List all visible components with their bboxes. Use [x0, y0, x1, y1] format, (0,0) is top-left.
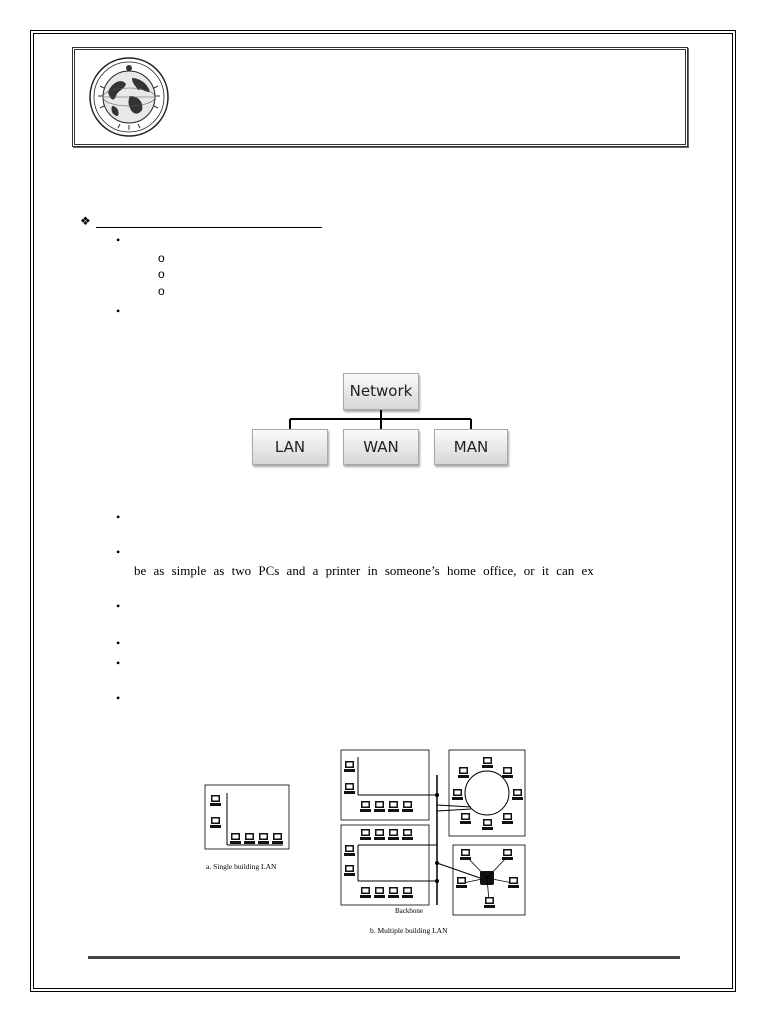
footer-rule [88, 956, 680, 959]
figure-caption-single-building: a. Single building LAN [206, 862, 277, 871]
network-tree-connectors [289, 410, 472, 429]
section-heading-underline [96, 227, 322, 228]
header-banner [72, 47, 688, 147]
lan-topology-figure: Backbone [204, 749, 526, 916]
diagram-node-man: MAN [434, 429, 508, 465]
page-border-inner [33, 33, 733, 989]
bullet-point: • [116, 510, 121, 524]
section-heading-marker: ❖ [80, 214, 91, 228]
sub-bullet-point: o [158, 267, 165, 281]
bullet-point: • [116, 599, 121, 613]
sub-bullet-point: o [158, 251, 165, 265]
page-border-outer [30, 30, 736, 992]
backbone-label: Backbone [395, 907, 423, 915]
body-text-line: be as simple as two PCs and a printer in… [134, 563, 594, 578]
university-seal-logo [89, 57, 169, 137]
diagram-node-network: Network [343, 373, 419, 410]
sub-bullet-point: o [158, 284, 165, 298]
diagram-node-wan: WAN [343, 429, 419, 465]
bullet-point: • [116, 691, 121, 705]
bullet-point: • [116, 656, 121, 670]
bullet-point: • [116, 233, 121, 247]
figure-caption-multiple-building: b. Multiple building LAN [370, 926, 448, 935]
bullet-point: • [116, 545, 121, 559]
diagram-node-lan: LAN [252, 429, 328, 465]
bullet-point: • [116, 636, 121, 650]
bullet-point: • [116, 304, 121, 318]
